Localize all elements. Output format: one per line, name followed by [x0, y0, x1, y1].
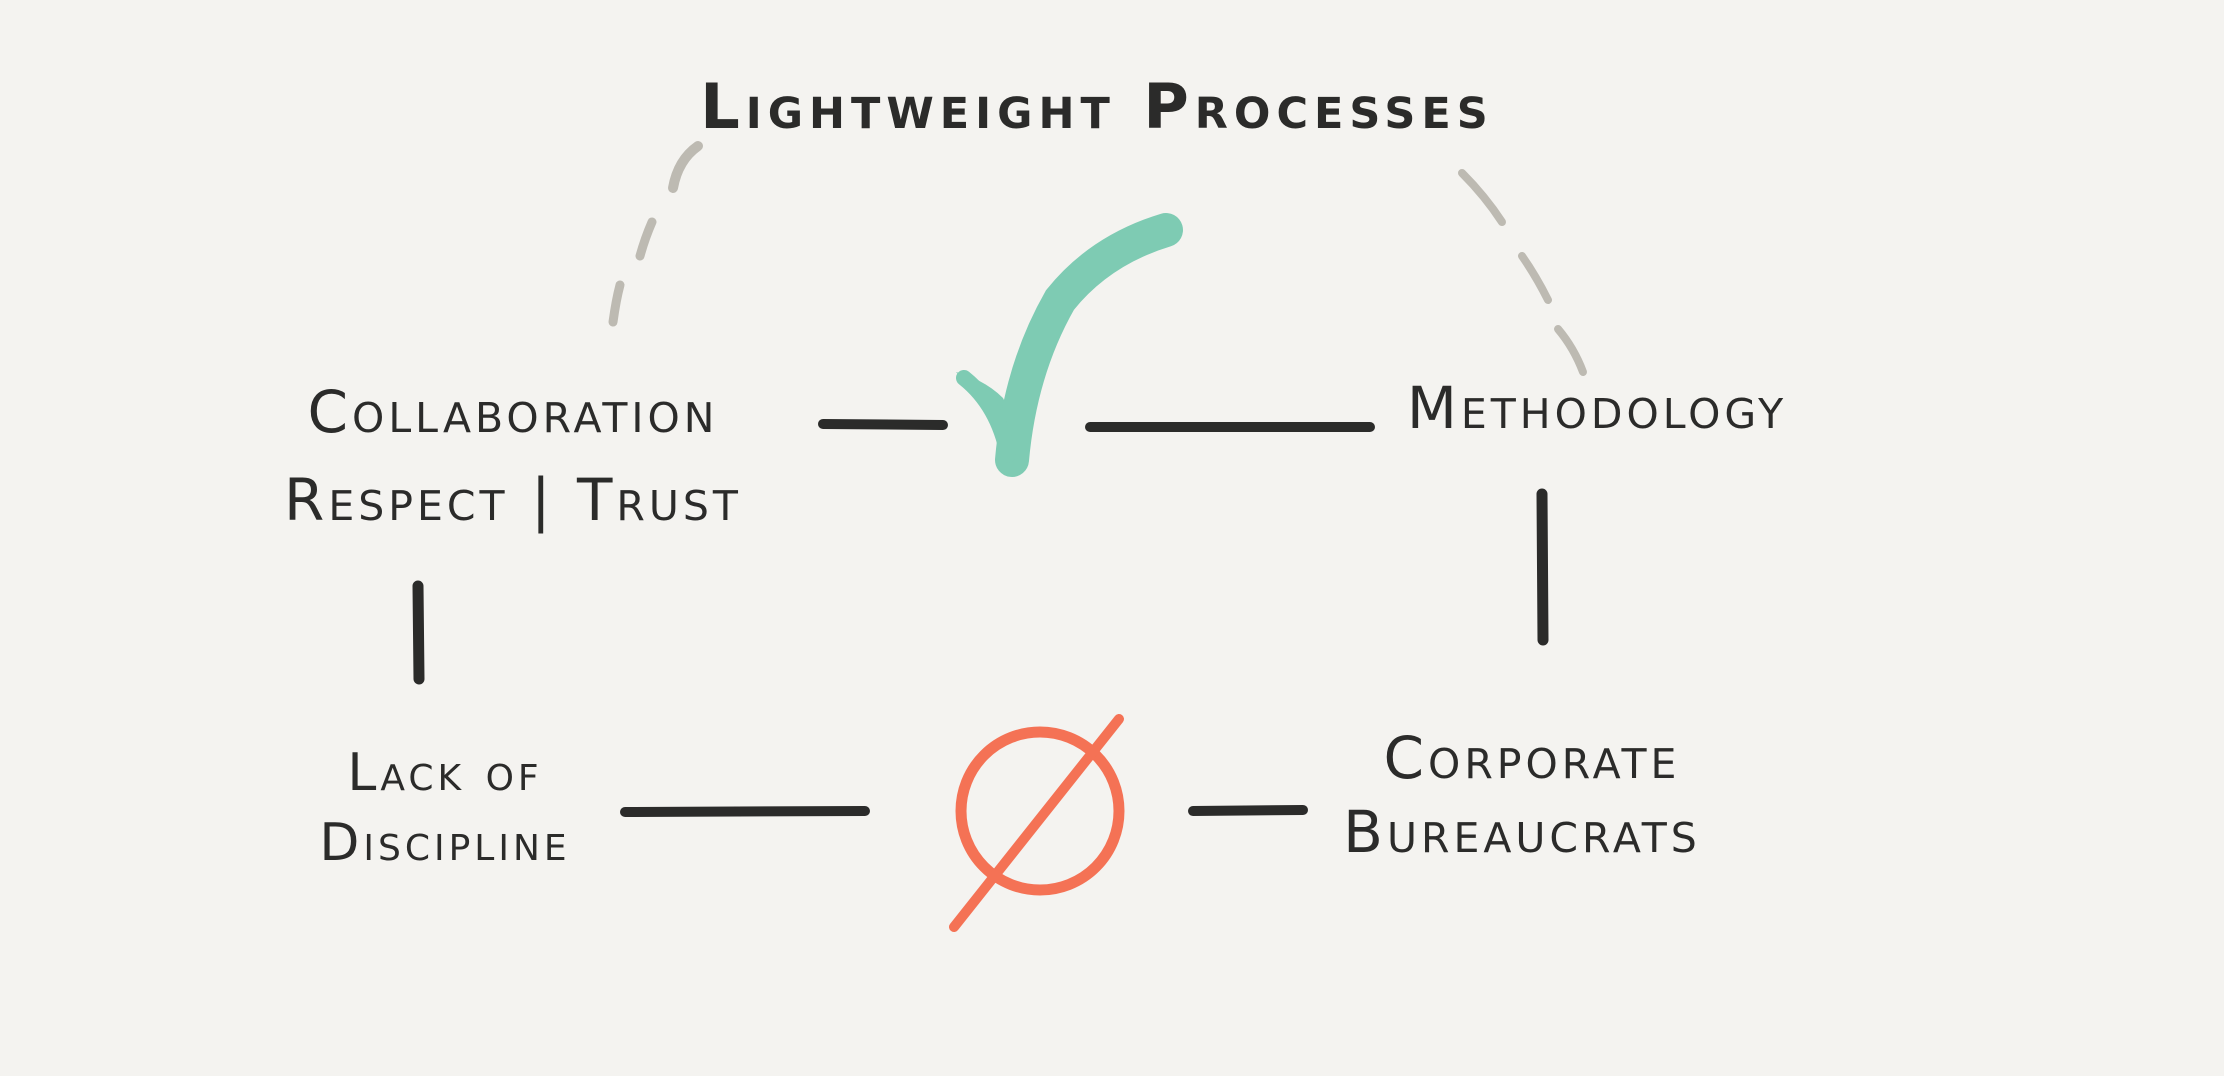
- node-corporate-bureaucrats: Corporate Bureaucrats: [1343, 724, 1701, 866]
- bureaucrats-label: Bureaucrats: [1343, 798, 1701, 866]
- arc-dash-4: [1458, 169, 1506, 226]
- connector-corporate-left: [1188, 805, 1308, 816]
- collaboration-label: Collaboration: [308, 378, 719, 446]
- checkmark-short-stroke: [956, 370, 1016, 463]
- discipline-label: Discipline: [319, 813, 570, 873]
- node-lack-of-discipline: Lack of Discipline: [319, 743, 570, 873]
- arc-dash-6: [1554, 325, 1587, 376]
- arc-dash-3: [668, 141, 703, 193]
- connector-methodology-down: [1536, 488, 1549, 646]
- methodology-label: Methodology: [1407, 374, 1787, 442]
- diagram-title: Lightweight Processes: [700, 70, 1494, 143]
- empty-set-circle: [955, 726, 1125, 896]
- connector-collab-down: [412, 580, 425, 685]
- connectors: [412, 419, 1549, 817]
- corporate-label: Corporate: [1384, 724, 1681, 792]
- arc-dash-1: [608, 280, 625, 327]
- connector-collab-left: [818, 419, 948, 430]
- node-methodology: Methodology: [1407, 374, 1787, 442]
- arc-dash-5: [1518, 252, 1552, 304]
- checkmark-icon: [956, 213, 1183, 477]
- empty-set-icon: [949, 714, 1125, 932]
- node-collaboration: Collaboration Respect | Trust: [284, 378, 742, 534]
- empty-set-slash: [949, 714, 1124, 932]
- lack-of-label: Lack of: [347, 743, 542, 803]
- respect-trust-label: Respect | Trust: [284, 466, 742, 534]
- arc-dash-2: [635, 217, 657, 261]
- checkmark-long-stroke: [995, 213, 1183, 477]
- dashed-arc: [608, 141, 1587, 376]
- connector-discipline-right: [620, 806, 870, 817]
